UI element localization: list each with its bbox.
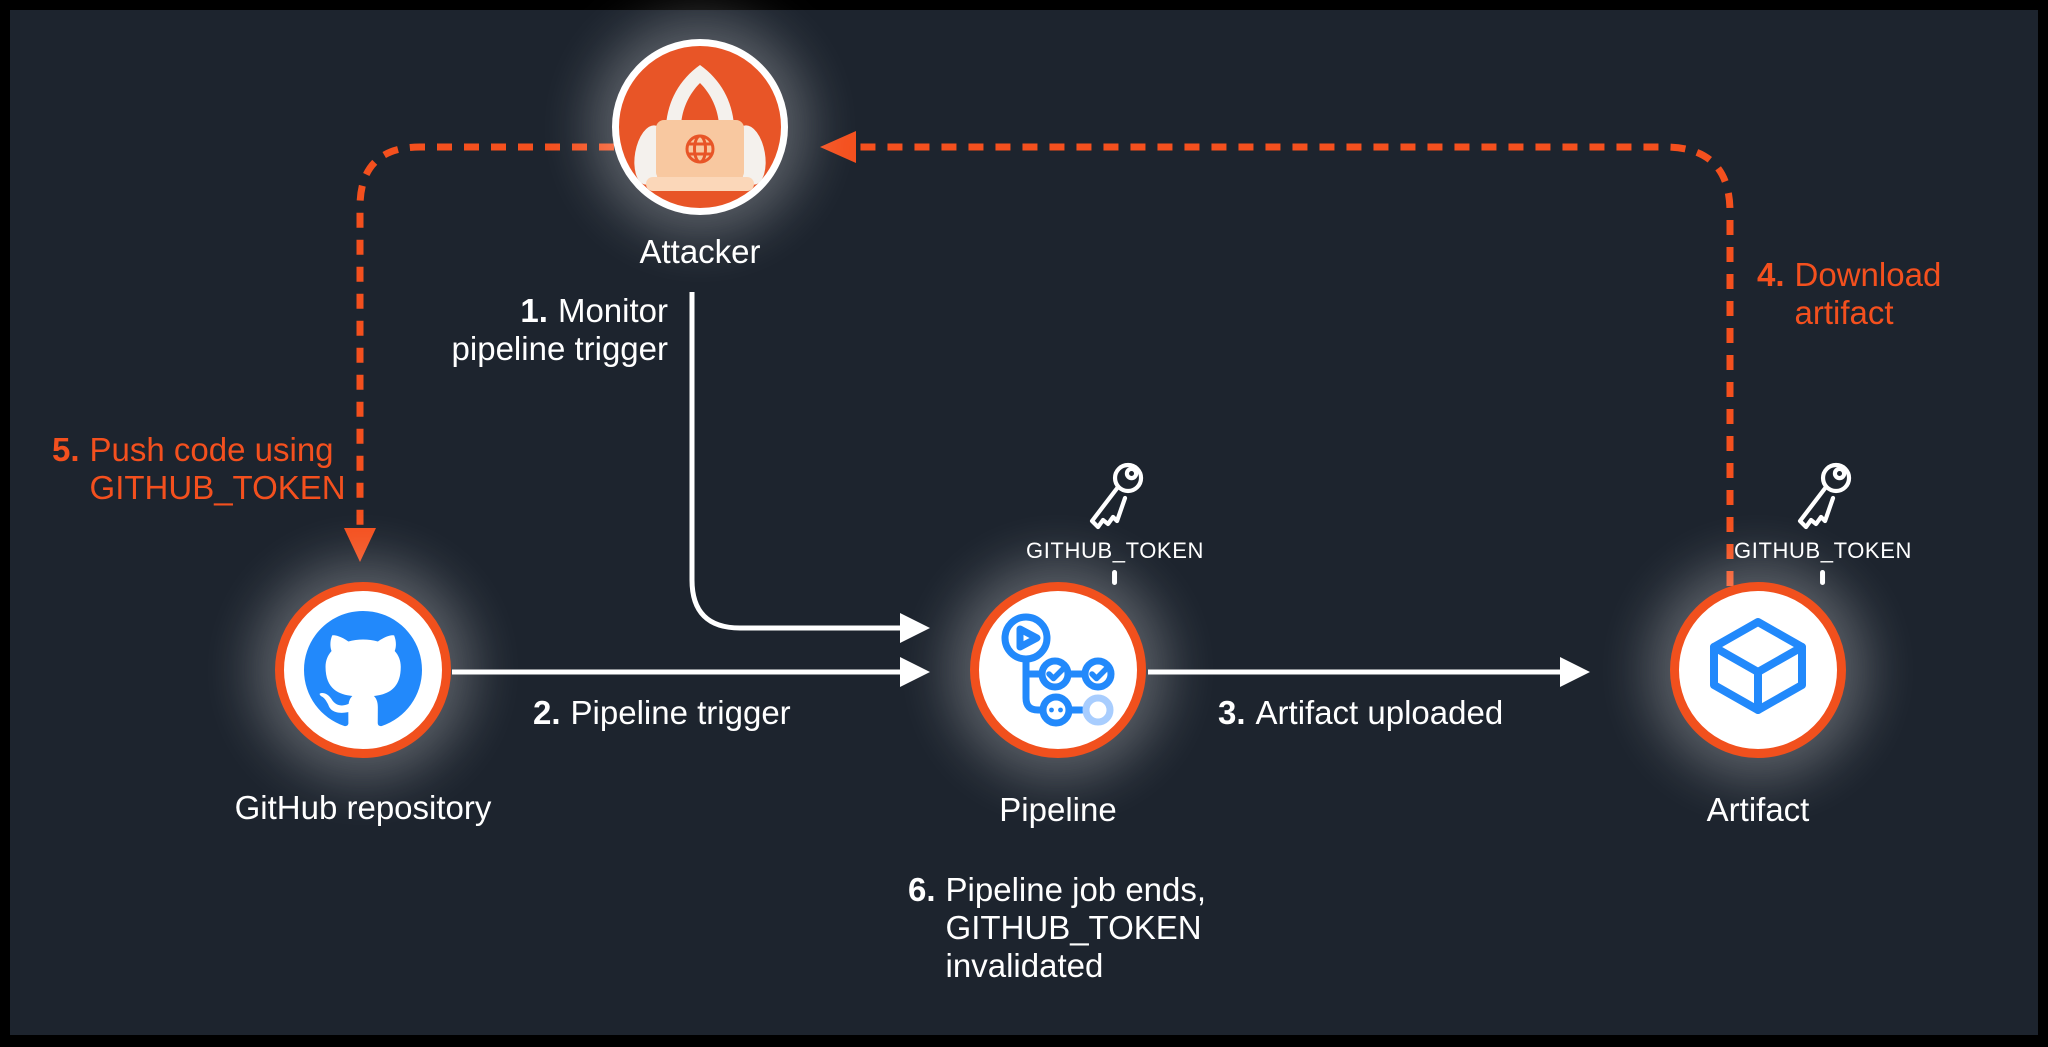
arrowhead-right-icon (900, 657, 930, 687)
artifact-token-label: GITHUB_TOKEN (1734, 538, 1912, 563)
arrow-artifact-uploaded (1148, 657, 1590, 687)
step-6-pipeline-job-ends: 6. Pipeline job ends, GITHUB_TOKEN inval… (908, 871, 1207, 984)
github-octocat-icon (304, 611, 422, 727)
step-4-download-artifact: 4. Download artifact (1757, 256, 1942, 331)
attacker-node (612, 39, 788, 215)
step-2-pipeline-trigger: 2.Pipeline trigger (533, 694, 791, 731)
pipeline-token-group: GITHUB_TOKEN (1026, 460, 1204, 585)
arrow-pipeline-trigger (452, 657, 930, 687)
attacker-label: Attacker (639, 233, 761, 270)
arrow-download-artifact (820, 131, 1734, 586)
step-1-monitor-pipeline-trigger: 1.Monitor pipeline trigger (451, 292, 668, 367)
artifact-token-group: GITHUB_TOKEN (1734, 460, 1912, 585)
diagram-background (10, 10, 2038, 1035)
artifact-label: Artifact (1706, 791, 1810, 828)
arrow-monitor-pipeline-trigger (689, 292, 930, 643)
globe-icon (685, 134, 715, 164)
step-number: 6. (908, 871, 936, 908)
arrowhead-down-icon (344, 528, 376, 562)
step-number: 3. (1218, 694, 1246, 731)
arrowhead-right-icon (1560, 657, 1590, 687)
step-number: 2. (533, 694, 561, 731)
artifact-node (1670, 582, 1846, 758)
github-repository-label: GitHub repository (234, 789, 492, 826)
step-number: 1. (520, 292, 548, 329)
artifact-cube-icon (1710, 618, 1806, 714)
token-tick (1112, 570, 1118, 585)
step-number: 5. (52, 431, 80, 468)
arrow-push-code (344, 143, 614, 562)
pipeline-label: Pipeline (999, 791, 1117, 828)
step-3-artifact-uploaded: 3.Artifact uploaded (1218, 694, 1504, 731)
arrowhead-right-icon (900, 613, 930, 643)
pipeline-token-label: GITHUB_TOKEN (1026, 538, 1204, 563)
github-repository-node (275, 582, 451, 758)
key-icon (1797, 462, 1852, 530)
pipeline-node (970, 582, 1146, 758)
step-number: 4. (1757, 256, 1785, 293)
arrowhead-left-icon (820, 131, 856, 163)
token-tick (1820, 570, 1826, 585)
hacker-icon (634, 65, 766, 191)
key-icon (1089, 462, 1144, 530)
step-5-push-code-using-token: 5. Push code using GITHUB_TOKEN (52, 431, 346, 506)
pipeline-workflow-icon (1001, 613, 1115, 727)
